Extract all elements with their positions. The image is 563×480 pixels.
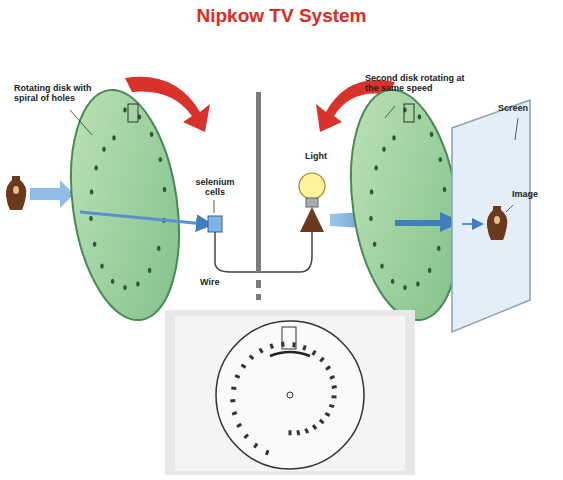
disk-hole <box>100 264 104 269</box>
wire <box>215 232 312 272</box>
disk-hole <box>236 423 242 428</box>
disk-hole <box>380 264 384 269</box>
disk-hole <box>430 132 434 137</box>
disk-hole <box>93 242 97 247</box>
disk-hole <box>331 385 336 389</box>
vase-object <box>6 176 27 210</box>
divider <box>256 92 261 272</box>
disk-hole <box>392 135 396 140</box>
disk-hole <box>370 189 374 194</box>
disk-hole <box>89 216 93 221</box>
disk-hole <box>112 135 116 140</box>
disk-hole <box>311 350 316 356</box>
part-label: Rotating disk with spiral of holes <box>14 84 106 104</box>
part-label: Light <box>296 152 336 162</box>
disk-hole <box>159 157 163 162</box>
disk-hole <box>312 424 317 430</box>
disk-hole <box>235 374 241 378</box>
disk-hole <box>157 246 161 251</box>
diagram-title: Nipkow TV System <box>0 5 563 27</box>
disk-hole <box>281 342 285 347</box>
light-arrow <box>30 180 74 208</box>
disk-hole <box>123 285 127 290</box>
nipkow-disk <box>57 83 192 327</box>
selenium-cell <box>208 216 222 232</box>
disk-hole <box>416 281 420 286</box>
disk-hole <box>253 443 258 449</box>
disk-hole <box>163 187 167 192</box>
light-bulb <box>299 173 325 232</box>
part-label: Image <box>512 190 556 200</box>
disk-hole <box>90 189 94 194</box>
disk-hole <box>325 365 331 370</box>
part-label: Screen <box>498 104 548 114</box>
screen <box>452 100 530 332</box>
disk-hole <box>230 399 235 402</box>
disk-hole <box>418 114 422 119</box>
disk-hole <box>249 354 255 360</box>
disk-hole <box>437 246 441 251</box>
disk-hole <box>374 165 378 170</box>
disk-hole <box>443 187 447 192</box>
disk-hole <box>331 395 336 398</box>
part-label: Wire <box>200 278 240 288</box>
disk-hole <box>111 279 115 284</box>
disk-hole <box>150 132 154 137</box>
disk-hole <box>325 412 331 417</box>
disk-hole <box>258 348 263 354</box>
vase-image <box>487 206 508 240</box>
disk-hole <box>241 364 247 369</box>
part-label: Second disk rotating at the same speed <box>365 74 465 94</box>
disk-hole <box>439 157 443 162</box>
disk-inset <box>165 310 415 475</box>
disk-hole <box>329 404 335 408</box>
disk-hole <box>319 357 325 363</box>
part-label: selenium cells <box>190 178 240 198</box>
disk-hole <box>148 268 152 273</box>
disk-hole <box>329 375 335 380</box>
disk-hole <box>382 147 386 152</box>
disk-hole <box>232 411 238 415</box>
disk-hole <box>428 268 432 273</box>
disk-hole <box>288 430 291 435</box>
disk-hole <box>296 430 300 436</box>
disk-hole <box>231 387 236 391</box>
disk-hole <box>123 107 127 112</box>
disk-hole <box>243 433 249 439</box>
disk-hole <box>292 342 295 347</box>
disk-hole <box>391 279 395 284</box>
disk-hole <box>94 165 98 170</box>
disk-hole <box>102 147 106 152</box>
disk-hole <box>369 216 373 221</box>
disk-hole <box>136 281 140 286</box>
disk-hole <box>302 345 306 351</box>
disk-hole <box>269 343 274 349</box>
disk-hole <box>319 419 325 425</box>
disk-hole <box>265 450 270 456</box>
disk-hole <box>304 428 309 434</box>
disk-hole <box>373 242 377 247</box>
disk-hole <box>403 285 407 290</box>
